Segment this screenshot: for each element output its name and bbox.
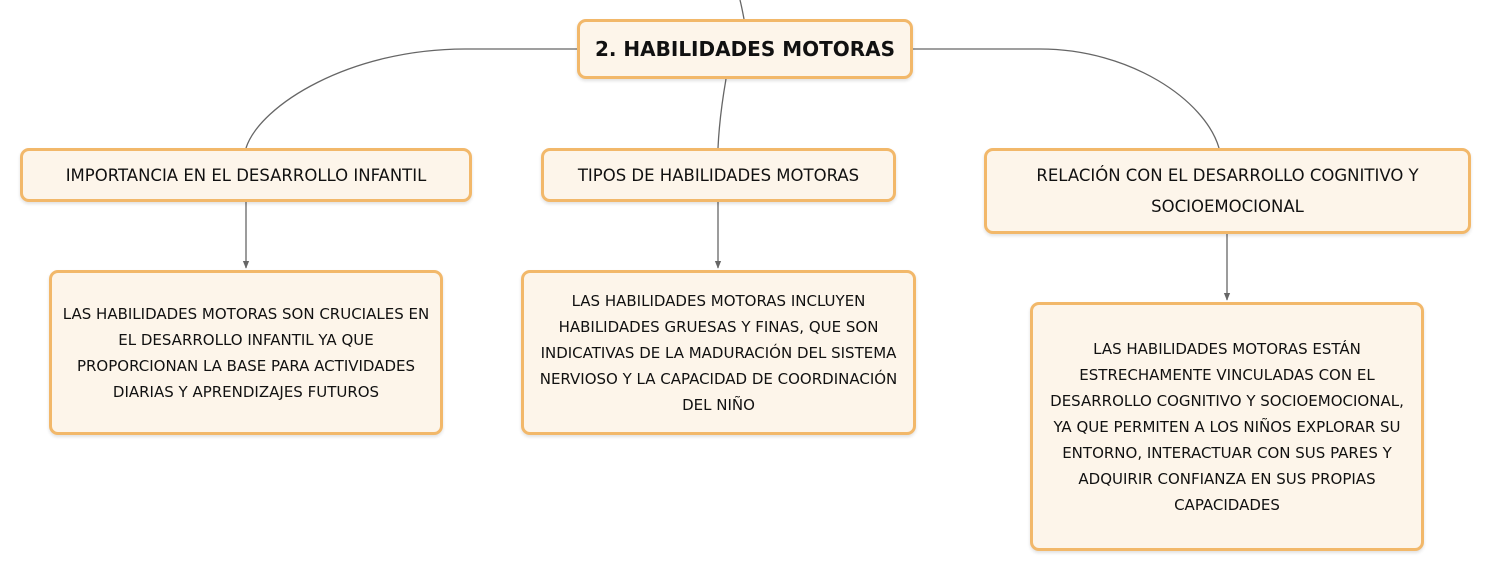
central-topic-label: 2. HABILIDADES MOTORAS <box>594 37 896 61</box>
central-topic[interactable]: 2. HABILIDADES MOTORAS <box>577 19 913 79</box>
detail-tipos[interactable]: LAS HABILIDADES MOTORAS INCLUYEN HABILID… <box>521 270 916 435</box>
detail-text: LAS HABILIDADES MOTORAS ESTÁN ESTRECHAME… <box>1050 339 1404 514</box>
detail-text: LAS HABILIDADES MOTORAS INCLUYEN HABILID… <box>539 291 898 414</box>
topic-relacion[interactable]: RELACIÓN CON EL DESARROLLO COGNITIVO Y S… <box>984 148 1471 234</box>
detail-importancia[interactable]: LAS HABILIDADES MOTORAS SON CRUCIALES EN… <box>49 270 443 435</box>
topic-label: TIPOS DE HABILIDADES MOTORAS <box>577 165 860 185</box>
detail-text: LAS HABILIDADES MOTORAS SON CRUCIALES EN… <box>62 304 430 401</box>
topic-tipos[interactable]: TIPOS DE HABILIDADES MOTORAS <box>541 148 896 202</box>
connector-root-to-topic-3 <box>913 48 1220 149</box>
detail-relacion[interactable]: LAS HABILIDADES MOTORAS ESTÁN ESTRECHAME… <box>1030 302 1424 551</box>
topic-label: IMPORTANCIA EN EL DESARROLLO INFANTIL <box>65 165 427 185</box>
connector-root-to-topic-2 <box>717 78 727 149</box>
topic-label: RELACIÓN CON EL DESARROLLO COGNITIVO Y S… <box>1036 166 1419 216</box>
connector-root-to-topic-1 <box>245 48 577 149</box>
topic-importancia[interactable]: IMPORTANCIA EN EL DESARROLLO INFANTIL <box>20 148 472 202</box>
parent-connector <box>739 0 745 20</box>
